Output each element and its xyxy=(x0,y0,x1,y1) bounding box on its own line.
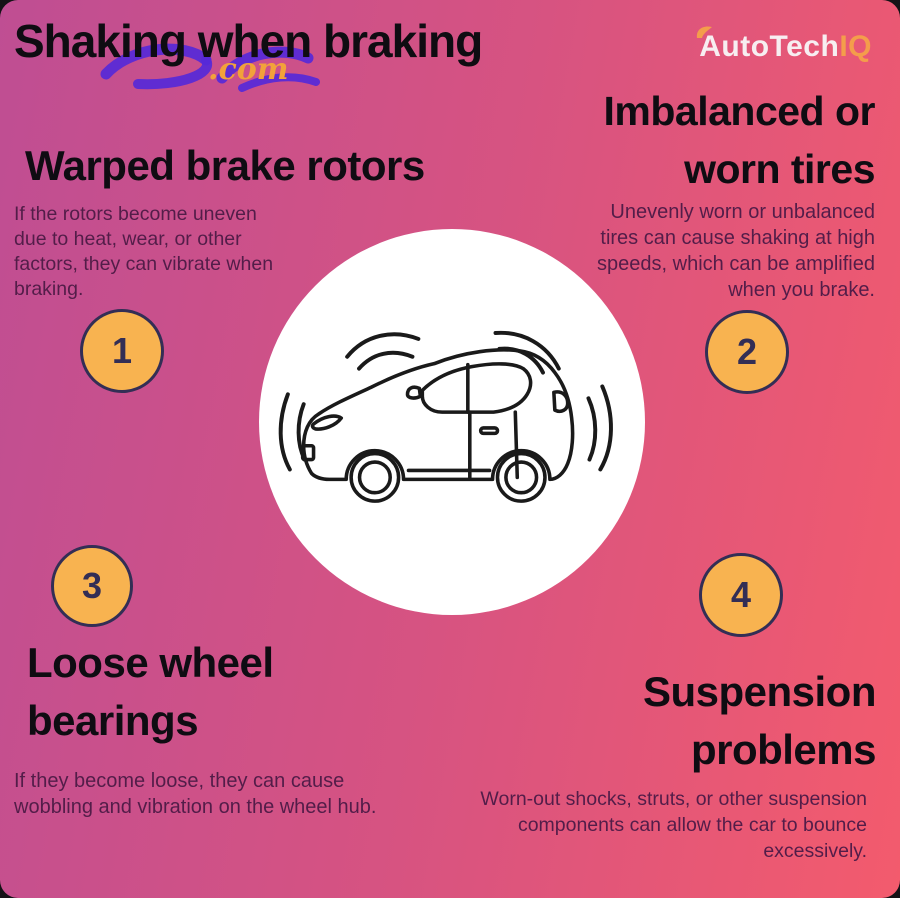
number-badge-1: 1 xyxy=(80,309,164,393)
number-badge-3: 3 xyxy=(51,545,133,627)
vibration-arcs xyxy=(278,330,613,472)
number-badge-4: 4 xyxy=(699,553,783,637)
section-loose-body: If they become loose, they can cause wob… xyxy=(14,770,377,818)
brand-text-orange: IQ xyxy=(839,30,872,63)
section-warped-heading: Warped brake rotors xyxy=(25,142,425,189)
car-illustration xyxy=(278,330,613,503)
section-suspension-body: Worn-out shocks, struts, or other suspen… xyxy=(480,788,867,862)
page-title: Shaking when braking xyxy=(14,15,483,67)
section-suspension-heading: Suspension problems xyxy=(642,668,877,773)
section-loose-heading: Loose wheel bearings xyxy=(27,639,274,744)
section-imbalanced-heading: Imbalanced or worn tires xyxy=(603,88,876,192)
section-imbalanced-body: Unevenly worn or unbalanced tires can ca… xyxy=(597,201,875,301)
brand-text-white: AutoTech xyxy=(699,30,840,63)
car-circle xyxy=(259,229,645,615)
watermark-com-text: .com xyxy=(208,52,289,87)
section-warped-body: If the rotors become uneven due to heat,… xyxy=(14,203,274,300)
brand-swoosh-icon xyxy=(697,26,713,38)
number-badge-2: 2 xyxy=(705,310,789,394)
watermark-script-icon xyxy=(100,43,320,92)
